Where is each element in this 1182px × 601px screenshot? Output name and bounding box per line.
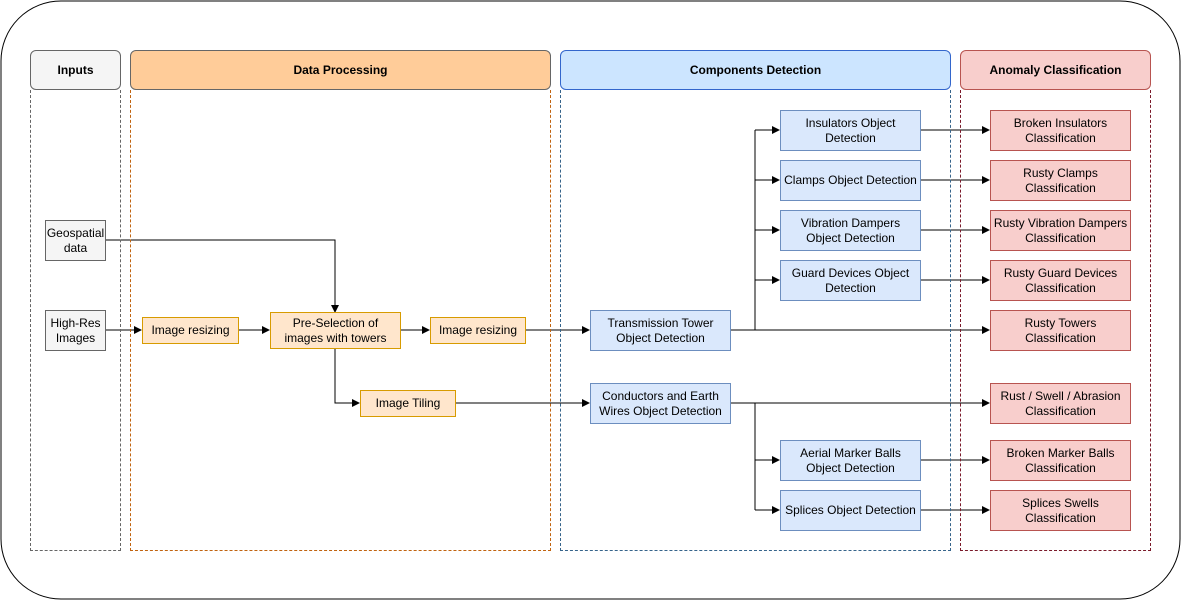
rusty-towers-box: Rusty Towers Classification <box>990 310 1131 351</box>
dampers-detection-box: Vibration Dampers Object Detection <box>780 210 921 251</box>
guard-detection-box: Guard Devices Object Detection <box>780 260 921 301</box>
broken-insulators-box: Broken Insulators Classification <box>990 110 1131 151</box>
rusty-clamps-box: Rusty Clamps Classification <box>990 160 1131 201</box>
lane-body-components <box>560 90 951 551</box>
preselection-box: Pre-Selection of images with towers <box>270 312 401 349</box>
rusty-guard-box: Rusty Guard Devices Classification <box>990 260 1131 301</box>
conductors-detection-box: Conductors and Earth Wires Object Detect… <box>590 383 731 424</box>
arrow-geospatial-to-preselect <box>105 239 339 313</box>
lane-body-anomaly <box>960 90 1151 551</box>
tower-detection-box: Transmission Tower Object Detection <box>590 310 731 351</box>
rust-swell-abrasion-box: Rust / Swell / Abrasion Classification <box>990 383 1131 424</box>
lane-header-components: Components Detection <box>560 50 951 90</box>
image-tiling-box: Image Tiling <box>360 390 456 417</box>
lane-header-inputs: Inputs <box>30 50 121 90</box>
lane-body-inputs <box>30 90 121 551</box>
geospatial-data-box: Geospatial data <box>45 220 106 261</box>
broken-marker-balls-box: Broken Marker Balls Classification <box>990 440 1131 481</box>
lane-body-processing <box>130 90 551 551</box>
arrow-preselect-to-tiling <box>334 348 360 407</box>
rusty-dampers-box: Rusty Vibration Dampers Classification <box>990 210 1131 251</box>
marker-detection-box: Aerial Marker Balls Object Detection <box>780 440 921 481</box>
splices-swells-box: Splices Swells Classification <box>990 490 1131 531</box>
clamps-detection-box: Clamps Object Detection <box>780 160 921 201</box>
insulators-detection-box: Insulators Object Detection <box>780 110 921 151</box>
splices-detection-box: Splices Object Detection <box>780 490 921 531</box>
lane-header-anomaly: Anomaly Classification <box>960 50 1151 90</box>
image-resizing-box-2: Image resizing <box>430 317 526 344</box>
connectors <box>105 126 990 514</box>
highres-images-box: High-Res Images <box>45 310 106 351</box>
image-resizing-box: Image resizing <box>142 317 239 344</box>
lane-header-processing: Data Processing <box>130 50 551 90</box>
